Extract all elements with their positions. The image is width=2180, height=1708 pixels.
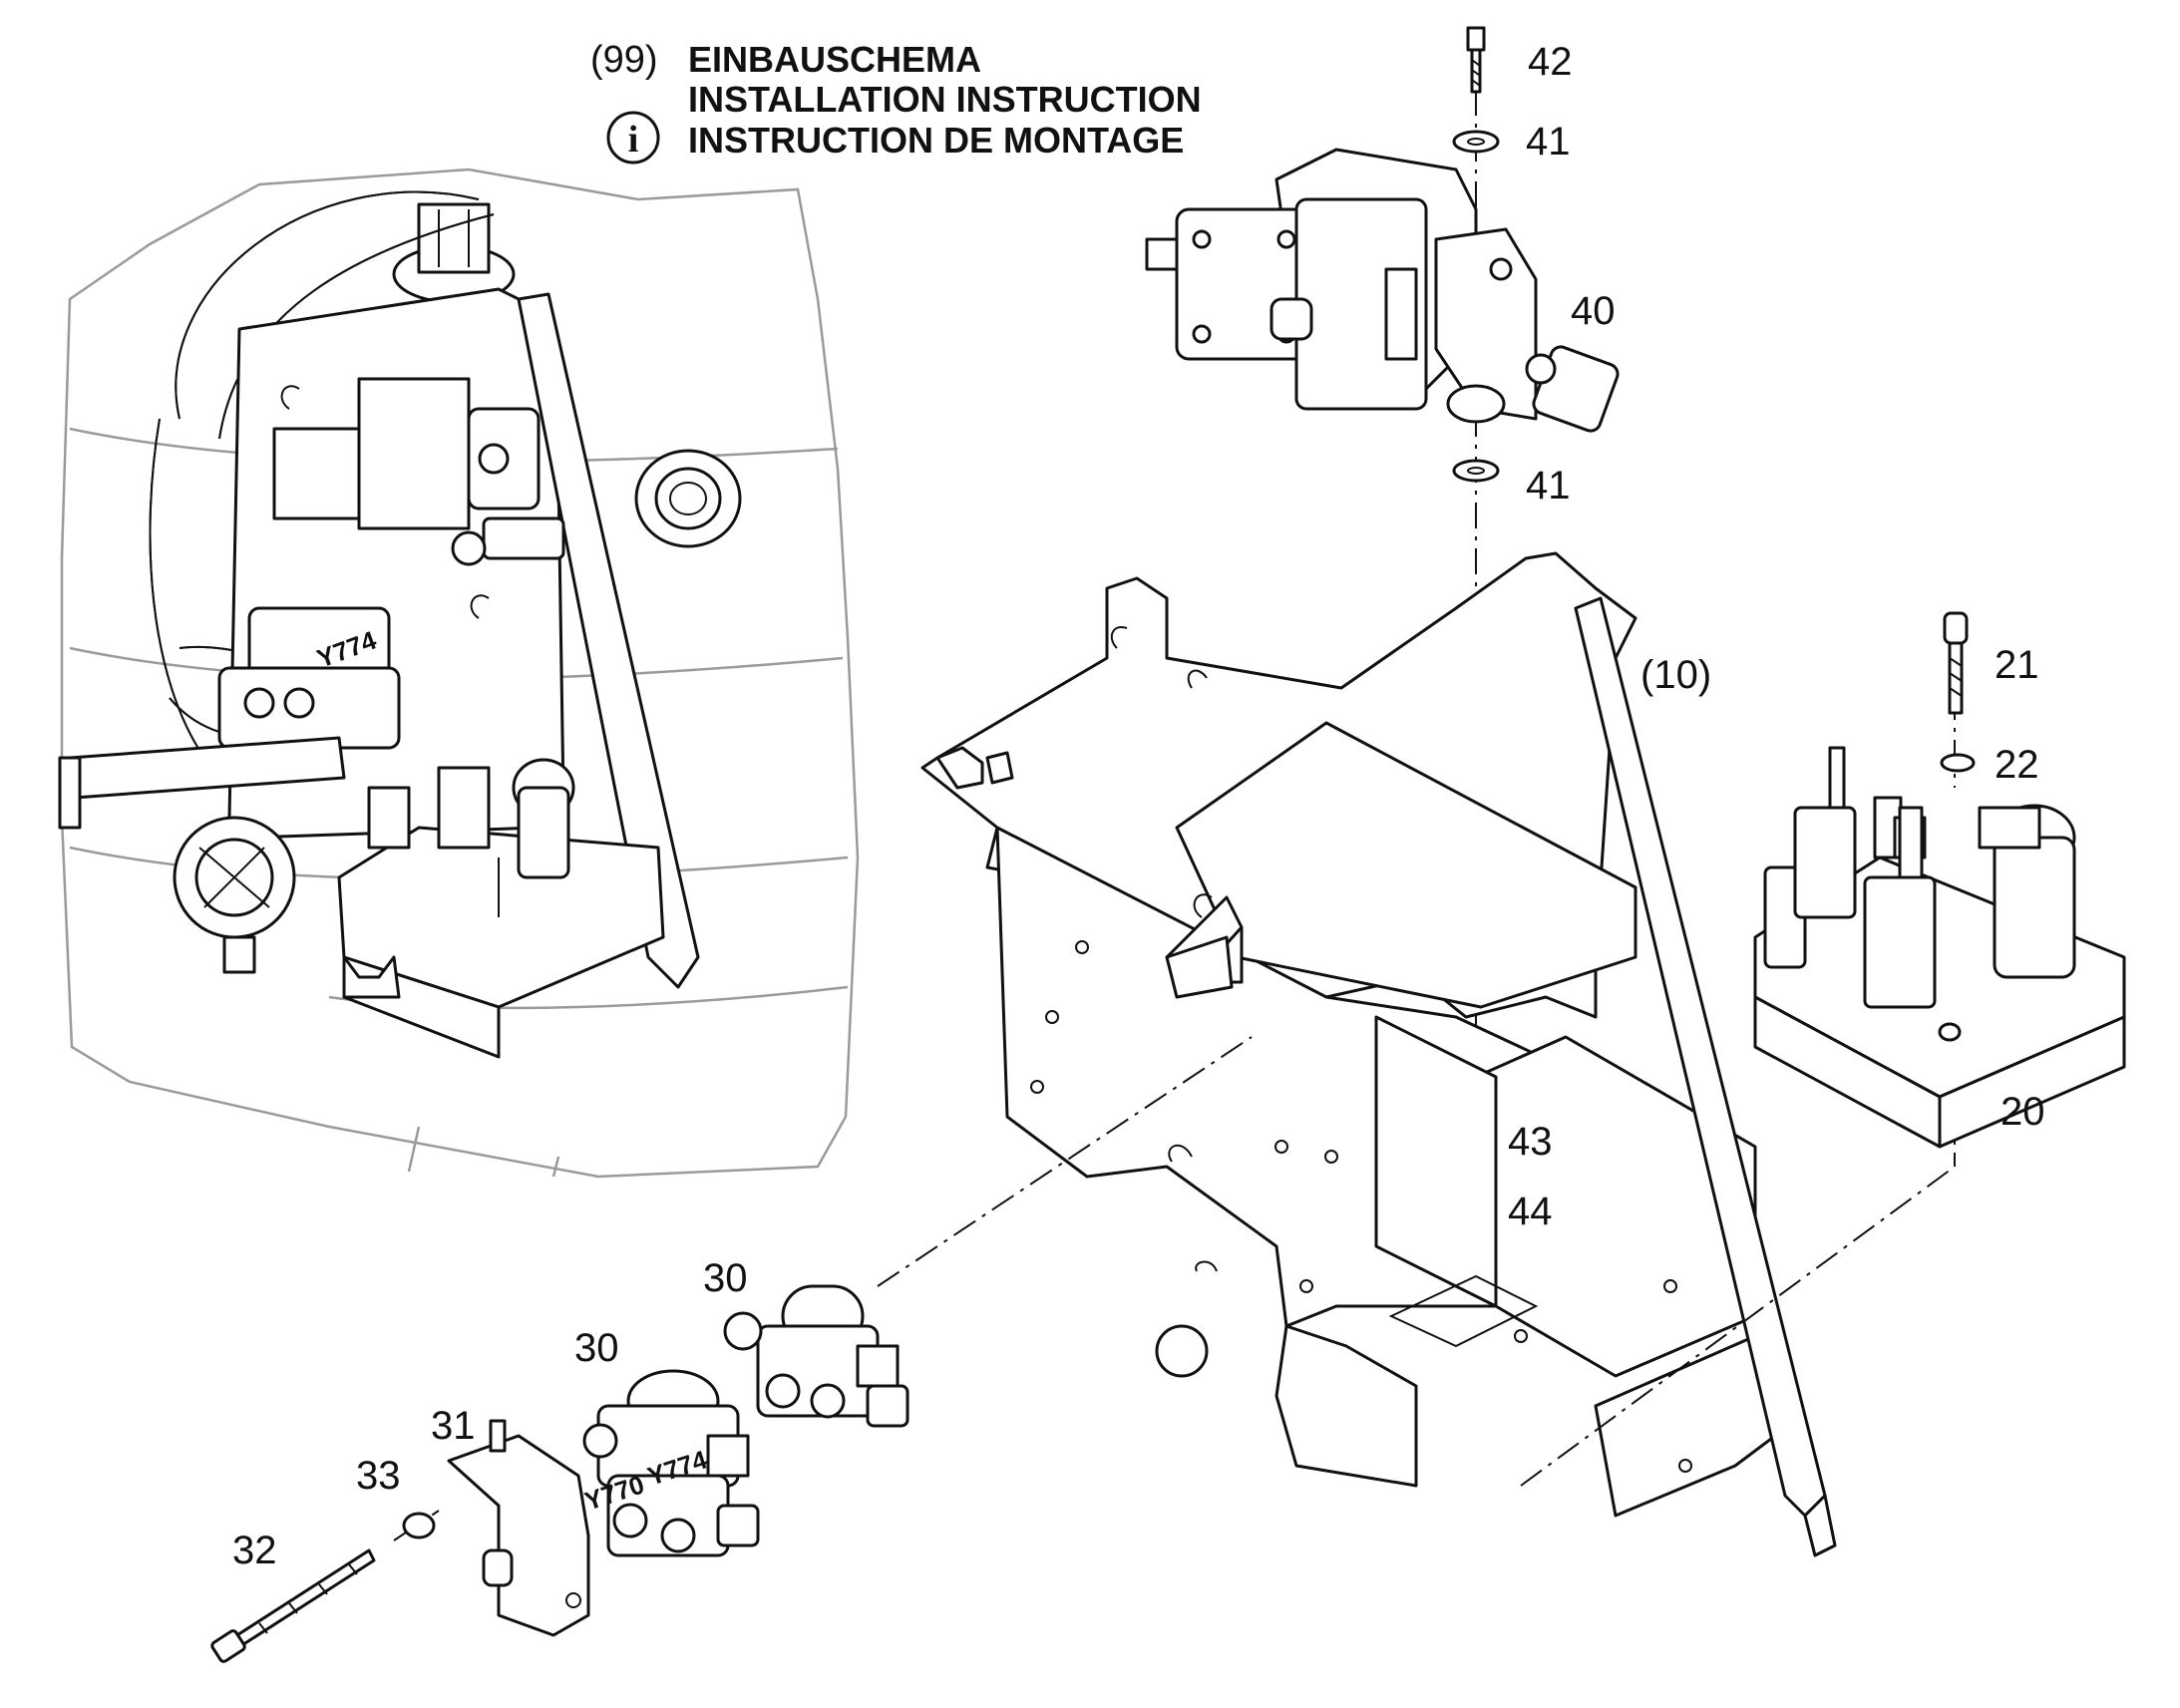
- header-title-fr: INSTRUCTION DE MONTAGE: [688, 120, 1184, 161]
- callout-30-right: 30: [703, 1256, 748, 1300]
- callout-41-top: 41: [1526, 120, 1571, 164]
- pump-module-20: [1753, 611, 2126, 1149]
- pump-40: [1145, 148, 1620, 433]
- info-glyph: i: [628, 119, 639, 161]
- callout-41-bottom: 41: [1526, 464, 1571, 508]
- header-prefix: (99): [590, 39, 658, 81]
- callout-10: (10): [1640, 653, 1711, 697]
- callout-20: 20: [2000, 1090, 2045, 1134]
- diagram-header: (99) EINBAUSCHEMA INSTALLATION INSTRUCTI…: [590, 39, 1202, 165]
- washer-22: [1940, 753, 1976, 773]
- overview-pump: [272, 377, 565, 566]
- main-bracket-10: [920, 551, 1837, 1557]
- screw-21: [1943, 611, 1969, 715]
- callout-30-left: 30: [574, 1326, 619, 1370]
- pump-exploded: [1145, 26, 1620, 1209]
- valve-30-left: Y770 Y774: [581, 1369, 760, 1557]
- washer-33: [402, 1512, 436, 1539]
- hose-lines: [149, 190, 500, 779]
- valve-bracket-31: [447, 1419, 590, 1637]
- valve-30-right: [723, 1284, 909, 1428]
- overview-valves: Y774: [217, 606, 401, 750]
- callout-32: 32: [232, 1529, 277, 1572]
- axis-line-screw: [393, 1510, 440, 1541]
- header-title-en: INSTALLATION INSTRUCTION: [688, 79, 1202, 120]
- callout-21: 21: [1995, 643, 2039, 687]
- overview-assembly: Y774: [58, 168, 860, 1179]
- callouts: 42 41 40 41 (10) 21 22 20 43 44 30 30 31…: [232, 40, 2045, 1572]
- callout-22: 22: [1995, 743, 2039, 787]
- callout-43: 43: [1508, 1120, 1553, 1164]
- info-circle-icon: i: [606, 111, 660, 165]
- callout-33: 33: [356, 1454, 401, 1498]
- valve-assembly: Y770 Y774: [210, 1284, 909, 1663]
- callout-42: 42: [1528, 40, 1573, 84]
- axis-line-valves: [877, 1036, 1253, 1287]
- callout-40: 40: [1571, 289, 1616, 333]
- header-title-de: EINBAUSCHEMA: [688, 39, 981, 80]
- callout-44: 44: [1508, 1190, 1553, 1233]
- overview-heater: [173, 816, 296, 974]
- axis-line-module: [1520, 1166, 1956, 1487]
- screw-32: [210, 1548, 376, 1663]
- callout-31: 31: [431, 1404, 476, 1448]
- overview-pump-module: [58, 736, 665, 1059]
- screw-42: [1466, 26, 1486, 94]
